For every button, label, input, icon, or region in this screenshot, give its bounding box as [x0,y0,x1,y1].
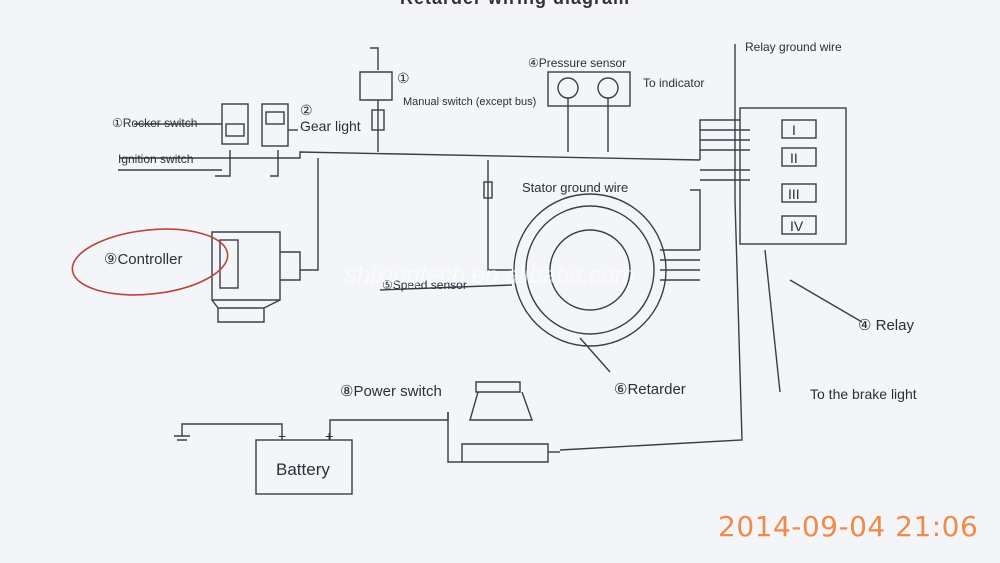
diagram-title: Retarder wiring diagram [400,0,630,9]
label-pressure-sensor: ④Pressure sensor [528,56,627,70]
battery-body [255,439,353,495]
relay-position-2: II [790,150,798,166]
label-battery: Battery [276,460,330,479]
label-gear-light: Gear light [300,118,361,134]
relay-block [739,107,847,245]
label-gear-light-number: ② [300,102,313,118]
label-ignition-switch: Ignition switch [118,152,194,166]
label-to-indicator: To indicator [643,76,705,90]
label-stator-ground-wire: Stator ground wire [522,180,629,195]
relay-position-3: III [788,186,800,202]
ignition-wire [215,150,231,177]
relay-position-4: IV [790,218,804,234]
power-switch [461,381,549,463]
label-to-brake-light: To the brake light [810,386,917,402]
label-relay: ④ Relay [858,317,914,334]
battery-plus-terminal: + [325,428,334,444]
controller-body [211,231,281,323]
battery-minus-terminal: − [278,428,287,444]
label-retarder: ⑥Retarder [614,381,686,398]
photo-timestamp: 2014-09-04 21:06 [718,510,979,543]
gear-light-wire [270,150,279,177]
label-relay-ground-wire: Relay ground wire [745,40,842,54]
main-bus-wire [120,151,701,161]
watermark: shixingtech.en.alibaba.com [345,262,635,289]
pen-circle [71,228,229,296]
manual-switch [359,47,393,152]
label-manual-switch-number: ① [397,70,410,86]
label-manual-switch: Manual switch (except bus) [403,96,537,108]
pressure-sensor [547,71,631,107]
gear-light [261,103,289,147]
label-speed-sensor: ⑤Speed sensor [382,278,467,292]
label-controller: ⑨Controller [104,251,183,268]
label-rocker-switch: ①Rocker switch [112,116,198,130]
label-power-switch: ⑧Power switch [340,383,442,400]
relay-ground-wire [559,44,743,451]
relay-position-1: I [792,122,796,138]
